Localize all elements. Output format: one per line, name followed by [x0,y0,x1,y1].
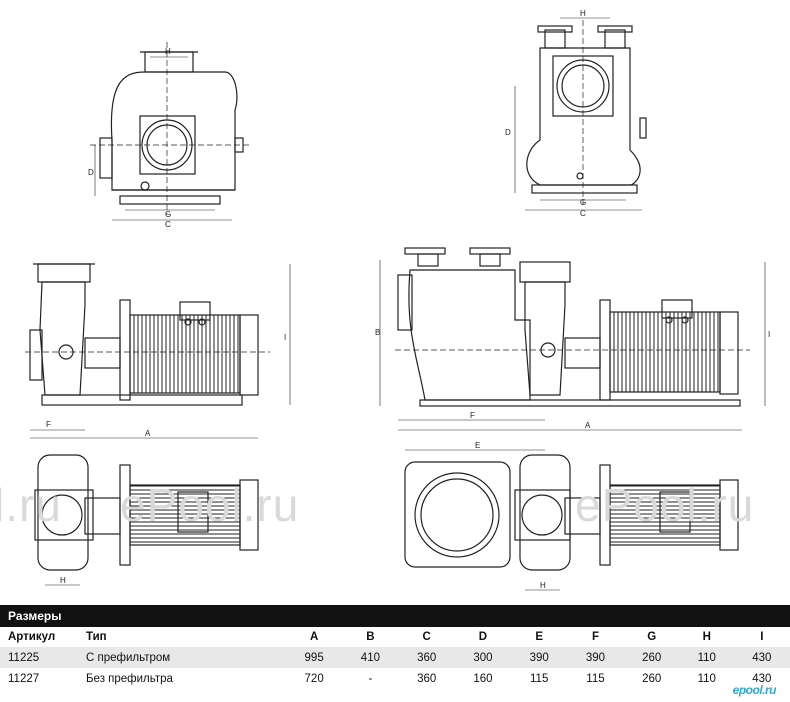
dim-label-a-1: A [145,429,151,438]
top-view-small [34,454,259,586]
cell-f: 115 [567,668,624,689]
cell-e: 115 [511,668,568,689]
dim-label-g-1: G [165,210,171,219]
epool-logo: epool.ru [732,683,777,697]
cell-a: 995 [286,647,343,668]
cell-i: 430 [733,668,790,689]
front-view-large [514,17,647,211]
cell-f: 390 [567,647,624,668]
dim-label-h-2: H [580,9,586,18]
cell-a: 720 [286,668,343,689]
dim-label-c-2: C [580,209,586,218]
header-h: H [702,631,711,643]
table-header-row: Артикул Тип A B C D E F G H I [0,627,790,647]
header-g: G [647,631,657,643]
front-view-small [90,42,250,221]
side-view-small [25,263,291,439]
dim-label-h-3: H [60,576,66,585]
dim-label-g-2: G [580,198,586,207]
watermark-right: ePool.ru [575,479,755,531]
dim-label-b: B [375,328,380,337]
cell-d: 300 [454,647,512,668]
header-a: A [309,631,319,643]
dim-label-i-2: I [768,330,770,339]
cell-article: 11225 [0,647,86,668]
dimensions-table-title: Размеры [0,605,790,627]
dim-label-i-1: I [284,333,286,342]
header-b: B [366,631,375,643]
header-c: C [422,631,431,643]
side-view-large [379,247,766,431]
dimensions-table: Артикул Тип A B C D E F G H I 11225 С пр… [0,627,790,689]
dim-label-d-2: D [505,128,511,137]
dim-label-h-1: H [165,47,171,56]
cell-c: 360 [398,668,455,689]
cell-type: С префильтром [86,647,286,668]
watermark-middle: ePool.ru [120,479,300,531]
cell-article: 11227 [0,668,86,689]
dim-label-d-1: D [88,168,94,177]
dim-label-h-4: H [540,581,546,590]
cell-g: 260 [623,647,680,668]
dim-label-e: E [475,441,480,450]
watermark-left: l.ru [0,479,62,531]
cell-h: 110 [679,668,734,689]
technical-drawing: H D G C H D G C F A I B F A I E H H [25,9,770,591]
header-i: I [760,631,764,643]
cell-d: 160 [454,668,512,689]
header-article: Артикул [8,631,56,643]
cell-type: Без префильтра [86,668,286,689]
dim-label-c-1: C [165,220,171,229]
cell-b: - [342,668,399,689]
dim-label-a-2: A [585,421,591,430]
cell-e: 390 [511,647,568,668]
table-row: 11227 Без префильтра 720 - 360 160 115 1… [0,668,790,689]
dim-label-f-1: F [46,420,51,429]
header-type: Тип [86,631,107,643]
cell-c: 360 [398,647,455,668]
cell-h: 110 [679,647,734,668]
cell-b: 410 [342,647,399,668]
cell-i: 430 [733,647,790,668]
header-d: D [478,631,488,643]
cell-g: 260 [623,668,680,689]
top-view-large [404,449,739,591]
table-row: 11225 С префильтром 995 410 360 300 390 … [0,647,790,668]
header-f: F [591,631,599,643]
dim-label-f-2: F [470,411,475,420]
header-e: E [535,631,544,643]
